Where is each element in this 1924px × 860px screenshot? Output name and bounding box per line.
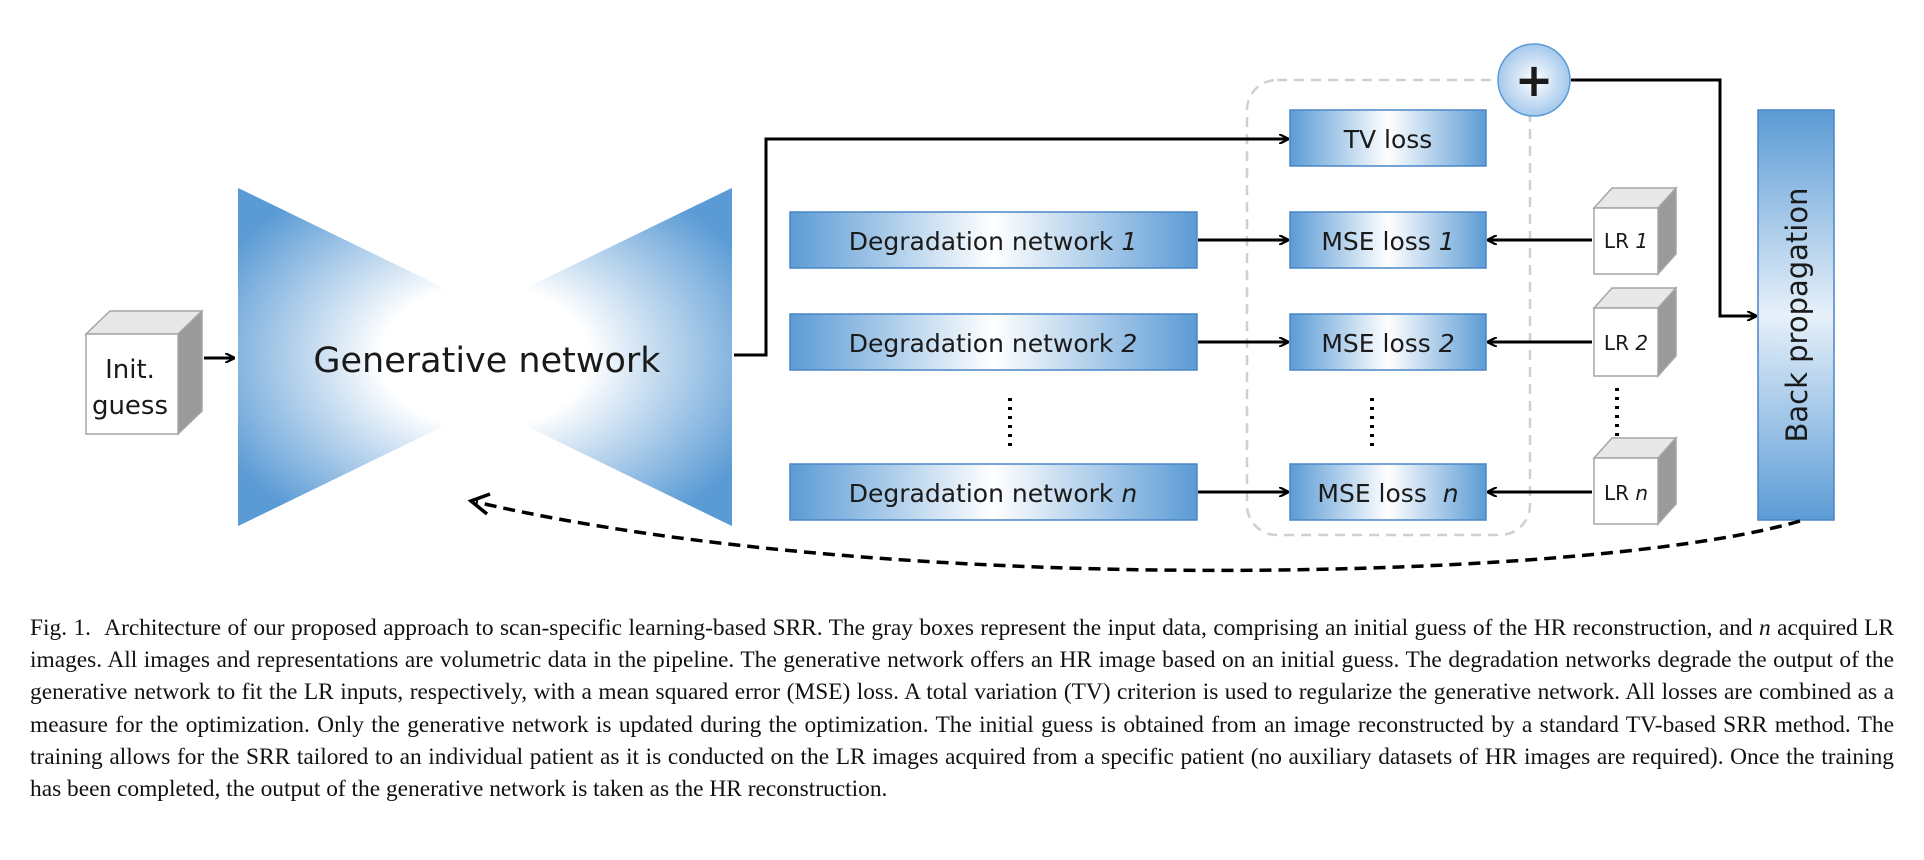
caption-text-part1: Architecture of our proposed approach to… xyxy=(104,615,1760,641)
lr-image-2: LR 2 xyxy=(1592,286,1678,378)
generative-network: Generative network xyxy=(238,188,732,526)
degradation-network-2-index: 2 xyxy=(1121,329,1137,358)
generative-output-line xyxy=(734,139,1288,357)
lr-2-index: 2 xyxy=(1635,331,1648,355)
lr-2-label: LR xyxy=(1604,331,1635,355)
degradation-network-n: Degradation network n xyxy=(789,463,1198,521)
degradation-network-1-label: Degradation network xyxy=(849,227,1122,256)
figure-caption: Fig. 1. Architecture of our proposed app… xyxy=(30,612,1894,805)
tv-loss-label: TV loss xyxy=(1343,125,1433,154)
sum-to-backprop-line xyxy=(1571,78,1756,316)
svg-text:LR n: LR n xyxy=(1604,481,1648,505)
init-guess-label-line2: guess xyxy=(92,391,168,421)
mse-loss-1-label: MSE loss xyxy=(1321,227,1438,256)
mse-loss-n-label: MSE loss xyxy=(1317,479,1442,508)
mse-loss-2-label: MSE loss xyxy=(1321,329,1438,358)
init-guess-label-line1: Init. xyxy=(105,355,155,385)
degradation-network-2: Degradation network 2 xyxy=(789,313,1198,371)
lr-image-1: LR 1 xyxy=(1592,186,1678,276)
mse-loss-1: MSE loss 1 xyxy=(1289,211,1487,269)
mse-loss-1-index: 1 xyxy=(1439,227,1455,256)
lr-1-label: LR xyxy=(1604,229,1635,253)
mse-loss-2-index: 2 xyxy=(1439,329,1455,358)
svg-text:MSE loss 2: MSE loss 2 xyxy=(1321,329,1454,358)
loss-region-outline xyxy=(1245,78,1532,537)
sum-node: + xyxy=(1497,43,1571,117)
figure-label: Fig. 1. xyxy=(30,615,92,641)
mse-loss-2: MSE loss 2 xyxy=(1289,313,1487,371)
backprop-feedback-arrow xyxy=(475,500,1801,573)
mse-loss-n: MSE loss n xyxy=(1289,463,1487,521)
tv-loss-box xyxy=(1289,109,1487,167)
caption-variable-n: n xyxy=(1759,615,1771,641)
back-propagation-label: Back propagation xyxy=(1780,188,1814,443)
degradation-network-1: Degradation network 1 xyxy=(789,211,1198,269)
generative-network-label: Generative network xyxy=(313,341,661,381)
back-propagation-box: Back propagation xyxy=(1757,109,1835,521)
degradation-network-2-label: Degradation network xyxy=(849,329,1122,358)
svg-text:LR 1: LR 1 xyxy=(1604,229,1648,253)
backprop-feedback-arrowhead xyxy=(467,492,491,516)
svg-text:MSE loss n: MSE loss n xyxy=(1317,479,1458,508)
degradation-network-1-index: 1 xyxy=(1121,227,1137,256)
lr-n-index: n xyxy=(1635,481,1648,505)
mse-loss-n-index: n xyxy=(1443,479,1459,508)
lr-n-label: LR xyxy=(1604,481,1635,505)
svg-text:Degradation network 2: Degradation network 2 xyxy=(849,329,1138,358)
svg-text:MSE loss 1: MSE loss 1 xyxy=(1321,227,1454,256)
architecture-diagram: Init. guess Generative network TV loss D… xyxy=(84,43,1835,573)
svg-text:LR 2: LR 2 xyxy=(1604,331,1648,355)
svg-text:Degradation network n: Degradation network n xyxy=(849,479,1137,508)
lr-1-index: 1 xyxy=(1635,229,1648,253)
lr-image-n: LR n xyxy=(1592,436,1678,526)
caption-text-part2: acquired LR images. All images and repre… xyxy=(30,615,1895,803)
degradation-network-n-label: Degradation network xyxy=(849,479,1122,508)
init-guess-cube: Init. guess xyxy=(84,309,204,436)
plus-symbol: + xyxy=(1515,53,1554,107)
degradation-network-n-index: n xyxy=(1121,479,1137,508)
svg-text:Degradation network 1: Degradation network 1 xyxy=(849,227,1138,256)
